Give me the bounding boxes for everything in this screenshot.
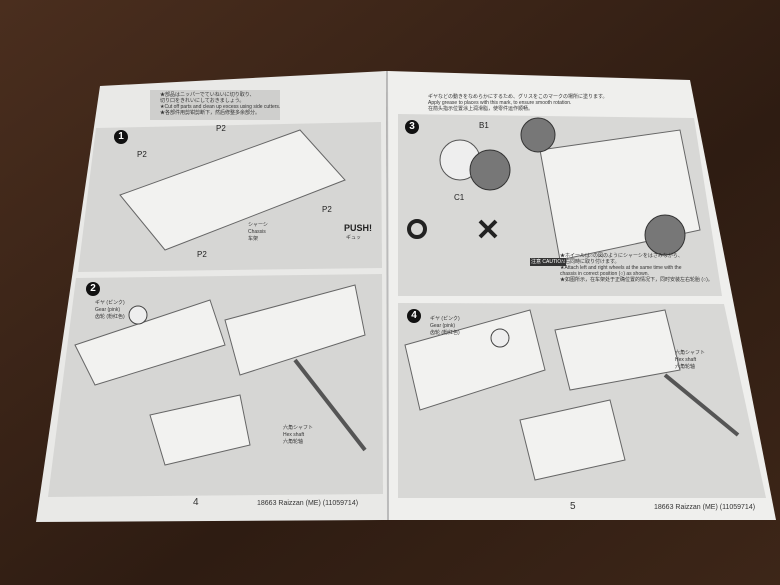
caution-line2: 左右同時に取り付けます。 xyxy=(560,259,620,265)
chassis-label-ja: シャーシ xyxy=(248,222,268,228)
ng-cross-icon xyxy=(478,219,498,239)
ok-circle-icon xyxy=(407,219,427,239)
gear-drawing-2 xyxy=(490,328,510,348)
hex-shaft-drawing-2 xyxy=(663,373,740,437)
chassis-drawing-4c xyxy=(519,399,626,481)
page-number-left: 4 xyxy=(193,497,199,508)
step2-number: 2 xyxy=(86,282,100,296)
gear-drawing xyxy=(128,305,148,325)
shaft-label-en-2: Hex shaft xyxy=(675,357,697,363)
shaft-label-en: Hex shaft xyxy=(283,432,305,438)
shaft-label-zh: 六角轮轴 xyxy=(283,439,304,445)
gear-label-en-2: Gear (pink) xyxy=(430,323,456,329)
chassis-drawing-4b xyxy=(554,309,681,391)
part-label-b1: B1 xyxy=(479,121,489,130)
book-spine xyxy=(386,70,389,521)
caution-line4: chassis in correct position (○) as shown… xyxy=(560,271,649,277)
left-notice-ja2: 切り口をきれいにしておきましょう。 xyxy=(160,98,245,104)
chassis-drawing-2c xyxy=(149,394,251,466)
gear-label-zh: 齿轮 (粉红色) xyxy=(95,314,125,320)
caution-line5: ★如图所示，在车架处于正确位置的情况下，同时安装左右轮胎 (○)。 xyxy=(560,277,713,283)
chassis-label-en: Chassis xyxy=(248,229,266,235)
push-label: PUSH! xyxy=(344,223,373,233)
step1-number: 1 xyxy=(114,130,128,144)
gear-label-ja-2: ギヤ (ピンク) xyxy=(430,316,460,322)
step3-number: 3 xyxy=(405,120,419,134)
caution-line1: ★ホイールは○の図のようにシャーシをはさみながら、 xyxy=(560,253,683,259)
page-number-right: 5 xyxy=(570,501,576,512)
tire-drawing xyxy=(469,149,511,191)
footer-right: 18663 Raizzan (ME) (11059714) xyxy=(654,504,756,511)
left-notice-ja1: ★部品はニッパーでていねいに切り取り、 xyxy=(160,92,255,98)
shaft-label-ja-2: 六角シャフト xyxy=(675,350,706,356)
chassis-label-zh: 车架 xyxy=(248,236,259,242)
chassis-drawing-2a xyxy=(74,299,226,386)
right-notice-ja: ギヤなどの動きをなめらかにするため、グリスをこのマークの場所に塗ります。 xyxy=(428,94,608,100)
chassis-drawing-4a xyxy=(404,309,546,411)
caution-line3: ★Attach left and right wheels at the sam… xyxy=(560,265,682,271)
left-notice-zh: ★各部件用剪钳剪断下，然后修整多余部分。 xyxy=(160,110,261,116)
chassis-drawing-2b xyxy=(224,284,366,376)
right-notice-zh: 在箭头指示位置涂上润滑脂，使零件运作顺畅。 xyxy=(428,106,534,112)
wheel-tire-drawing xyxy=(520,117,556,153)
gear-label-ja: ギヤ (ピンク) xyxy=(95,300,125,306)
footer-left: 18663 Raizzan (ME) (11059714) xyxy=(257,500,359,507)
part-label-c1: C1 xyxy=(454,193,465,202)
gear-label-en: Gear (pink) xyxy=(95,307,121,313)
right-notice-en: Apply grease to places with this mark, t… xyxy=(428,100,572,106)
shaft-label-ja: 六角シャフト xyxy=(283,425,314,431)
part-label-p2: P2 xyxy=(137,150,147,159)
part-label-p2: P2 xyxy=(216,124,226,133)
chassis-drawing xyxy=(119,129,346,251)
push-label-ja: ギュッ xyxy=(346,235,362,241)
shaft-label-zh-2: 六角轮轴 xyxy=(675,364,696,370)
caution-badge: 注意 CAUTION xyxy=(530,258,566,266)
step4-number: 4 xyxy=(407,309,421,323)
gear-label-zh-2: 齿轮 (粉红色) xyxy=(430,330,460,336)
hex-shaft-drawing xyxy=(293,358,367,452)
part-label-p2: P2 xyxy=(322,205,332,214)
wheel-tire-drawing-2 xyxy=(644,214,686,256)
part-label-p2: P2 xyxy=(197,250,207,259)
left-notice-box xyxy=(150,90,280,120)
left-notice-en: ★Cut off parts and clean up excess using… xyxy=(160,104,281,110)
